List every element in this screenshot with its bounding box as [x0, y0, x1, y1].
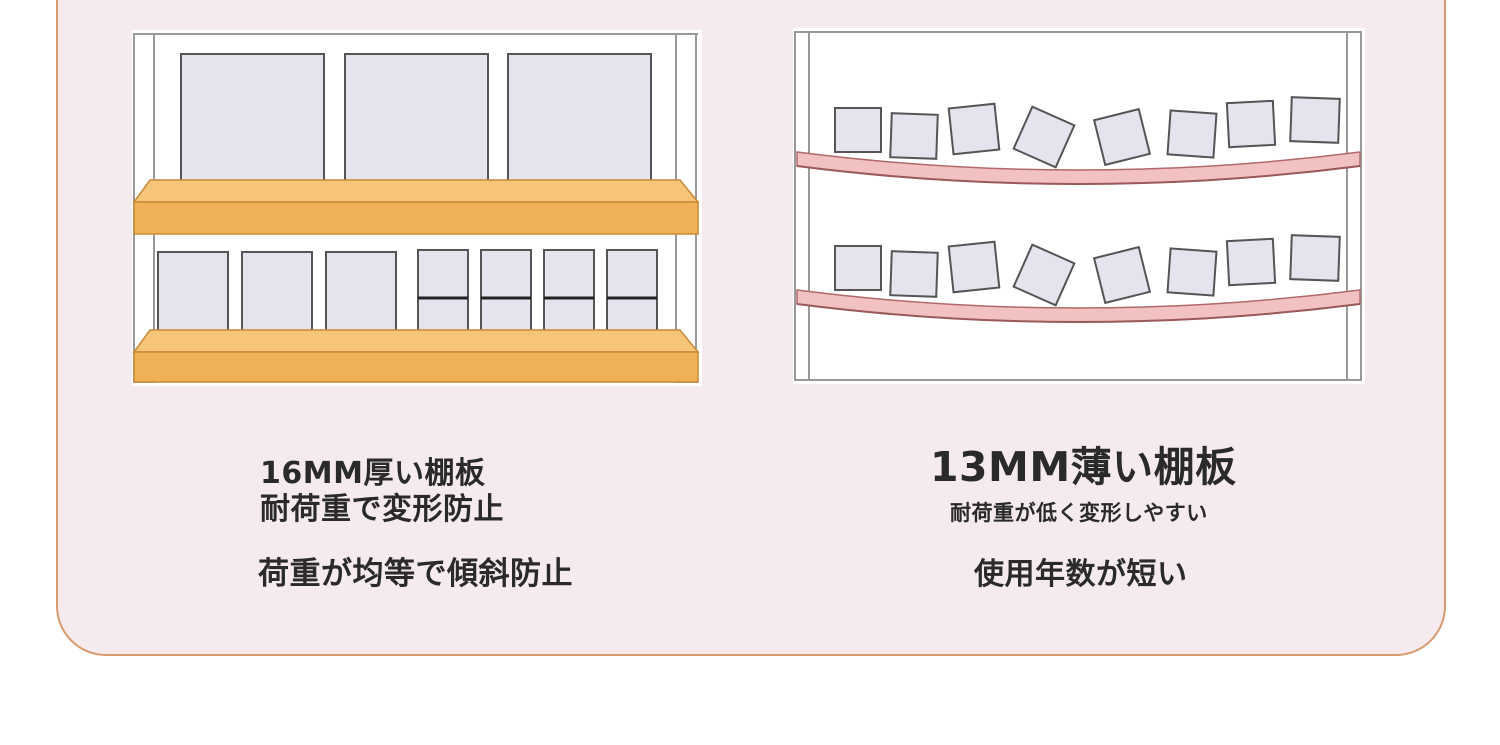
thick-shelf-benefit-deformation: 耐荷重で変形防止 [260, 492, 504, 527]
box [1092, 245, 1152, 305]
box [1166, 247, 1218, 297]
box [1012, 105, 1076, 169]
left-post [794, 31, 810, 381]
box [180, 53, 325, 193]
box [889, 250, 939, 298]
box [1225, 99, 1277, 149]
thick-shelf-benefit-tilt: 荷重が均等で傾斜防止 [258, 556, 573, 592]
thin-shelf-illustration [793, 28, 1365, 384]
thin-shelf-drawback-deformation: 耐荷重が低く変形しやすい [950, 501, 1208, 525]
box [1012, 243, 1076, 307]
box [1092, 107, 1152, 167]
thick-shelf-title: 16MM厚い棚板 [260, 456, 486, 491]
box [1289, 234, 1341, 282]
thin-shelf-drawback-lifespan: 使用年数が短い [974, 557, 1188, 592]
right-post [1346, 31, 1362, 381]
box [344, 53, 489, 193]
box [947, 240, 1001, 294]
box [889, 112, 939, 160]
box [947, 102, 1001, 156]
thick-shelf-lower [133, 351, 699, 383]
box [507, 53, 652, 193]
box [834, 245, 882, 291]
box [1166, 109, 1218, 159]
thick-shelf-illustration [132, 30, 702, 386]
shelf-unit-background [793, 28, 1365, 384]
box [1289, 96, 1341, 144]
thin-shelf-title: 13MM薄い棚板 [930, 443, 1237, 491]
thick-shelf-upper [133, 201, 699, 235]
box [834, 107, 882, 153]
box [1225, 237, 1277, 287]
